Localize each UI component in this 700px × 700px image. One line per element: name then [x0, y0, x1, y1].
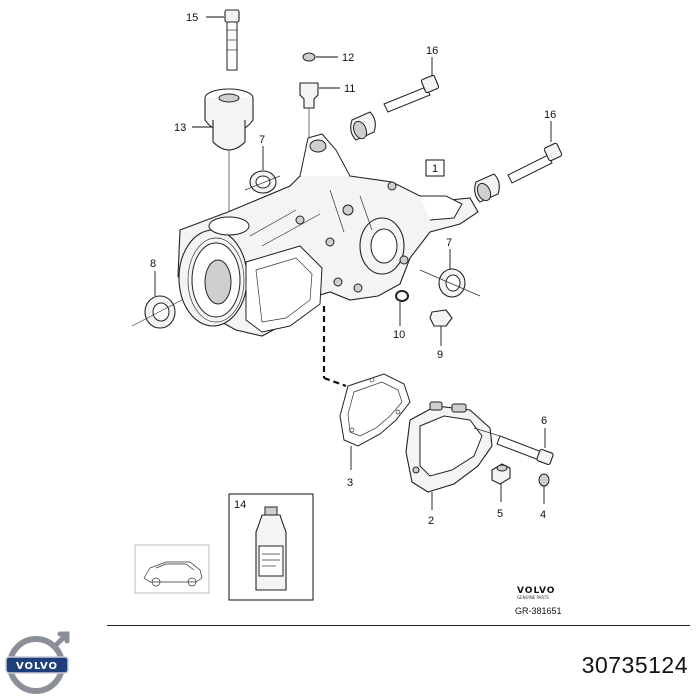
callout-16-right: 16	[544, 109, 556, 121]
callout-13: 13	[174, 122, 186, 134]
brand-tagline: GENUINE PARTS	[517, 595, 549, 600]
logo-text: VOLVO	[16, 661, 58, 672]
part-number: 30735124	[581, 652, 688, 678]
cap-4	[538, 473, 550, 487]
callout-15: 15	[186, 12, 198, 24]
bushing-13	[204, 88, 254, 228]
callout-7-upper: 7	[259, 134, 265, 146]
differential-housing	[177, 133, 479, 337]
seal-8	[131, 295, 183, 329]
bolt-16-right	[474, 142, 563, 203]
seal-7-right	[419, 268, 481, 298]
callout-6: 6	[541, 415, 547, 427]
footer-divider	[107, 625, 690, 626]
brand-name: VOLVO	[517, 586, 555, 596]
callout-4: 4	[540, 509, 546, 521]
plug-9	[429, 309, 453, 327]
callout-9: 9	[437, 349, 443, 361]
diagram-reference: GR-381651	[515, 606, 562, 616]
oil-bottle-14	[228, 493, 314, 601]
callout-8: 8	[150, 258, 156, 270]
callout-11: 11	[344, 83, 355, 95]
o-ring-10	[395, 290, 409, 302]
bolt-15	[224, 9, 240, 71]
gasket-3	[339, 373, 411, 447]
volvo-genuine-parts-mark: VOLVO GENUINE PARTS GR-381651	[515, 586, 562, 616]
assembly-callout-1: 1	[425, 159, 445, 177]
callout-3: 3	[347, 477, 353, 489]
car-thumbnail	[134, 544, 210, 594]
plug-5	[491, 463, 511, 485]
callout-1: 1	[432, 163, 438, 175]
callout-5: 5	[497, 508, 503, 520]
cap-12	[302, 52, 316, 62]
cover-2	[405, 401, 501, 493]
volvo-logo: VOLVO	[5, 631, 70, 694]
callout-2: 2	[428, 515, 434, 527]
callout-16-upper: 16	[426, 45, 438, 57]
seal-7-upper	[244, 170, 281, 194]
callout-7-right: 7	[446, 237, 452, 249]
dashed-link-2	[323, 376, 347, 388]
bolt-16-upper	[350, 74, 440, 141]
bolt-6	[496, 435, 554, 466]
callout-10: 10	[393, 329, 405, 341]
callout-12: 12	[342, 52, 354, 64]
callout-14: 14	[234, 499, 246, 511]
